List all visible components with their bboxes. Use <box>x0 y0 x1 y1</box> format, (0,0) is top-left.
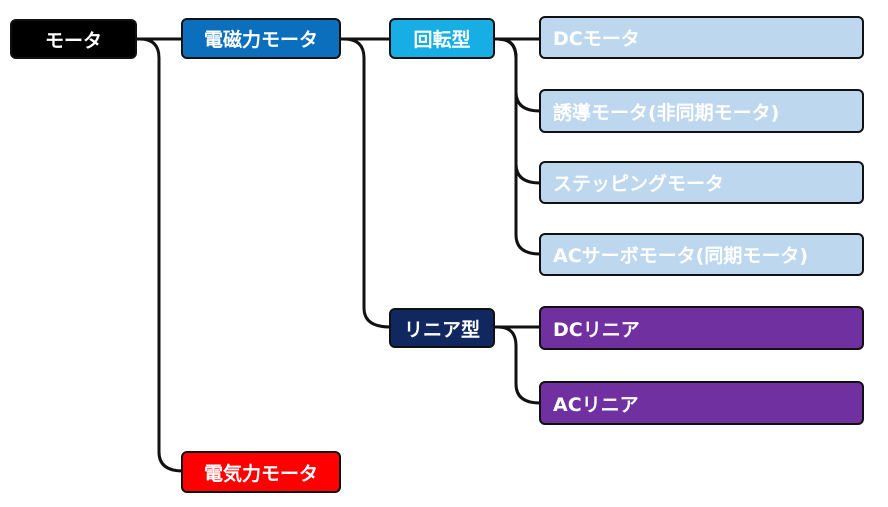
node-motor: モータ <box>10 19 137 59</box>
node-electrostatic-motor: 電気力モータ <box>181 451 341 493</box>
node-induction-motor: 誘導モータ(非同期モータ) <box>539 89 864 133</box>
node-rotary-type: 回転型 <box>389 18 495 59</box>
node-ac-servo-motor: ACサーボモータ(同期モータ) <box>539 233 864 276</box>
connector-linear-ac-linear <box>496 325 542 405</box>
node-linear-type: リニア型 <box>389 308 495 348</box>
node-dc-motor: DCモータ <box>539 16 864 59</box>
node-electromagnetic-motor: 電磁力モータ <box>181 18 341 59</box>
node-induction-motor-label: 誘導モータ(非同期モータ) <box>553 101 780 124</box>
node-ac-linear: ACリニア <box>539 381 864 425</box>
connector-rotary-induction <box>496 37 542 113</box>
node-electromagnetic-motor-label: 電磁力モータ <box>203 29 318 51</box>
node-dc-linear: DCリニア <box>539 306 864 350</box>
node-electrostatic-motor-label: 電気力モータ <box>203 462 318 485</box>
node-motor-label: モータ <box>44 29 102 52</box>
node-ac-linear-label: ACリニア <box>553 393 639 416</box>
node-stepping-motor: ステッピングモータ <box>539 161 864 204</box>
node-stepping-motor-label: ステッピングモータ <box>553 173 725 195</box>
connector-rotary-ac-servo <box>496 37 542 256</box>
node-dc-linear-label: DCリニア <box>553 318 640 341</box>
connector-electromagnetic-linear <box>342 37 392 329</box>
connector-motor-electrostatic <box>138 37 185 473</box>
node-rotary-type-label: 回転型 <box>413 29 471 51</box>
node-ac-servo-motor-label: ACサーボモータ(同期モータ) <box>553 245 809 267</box>
node-linear-type-label: リニア型 <box>403 318 480 341</box>
node-dc-motor-label: DCモータ <box>553 28 640 50</box>
